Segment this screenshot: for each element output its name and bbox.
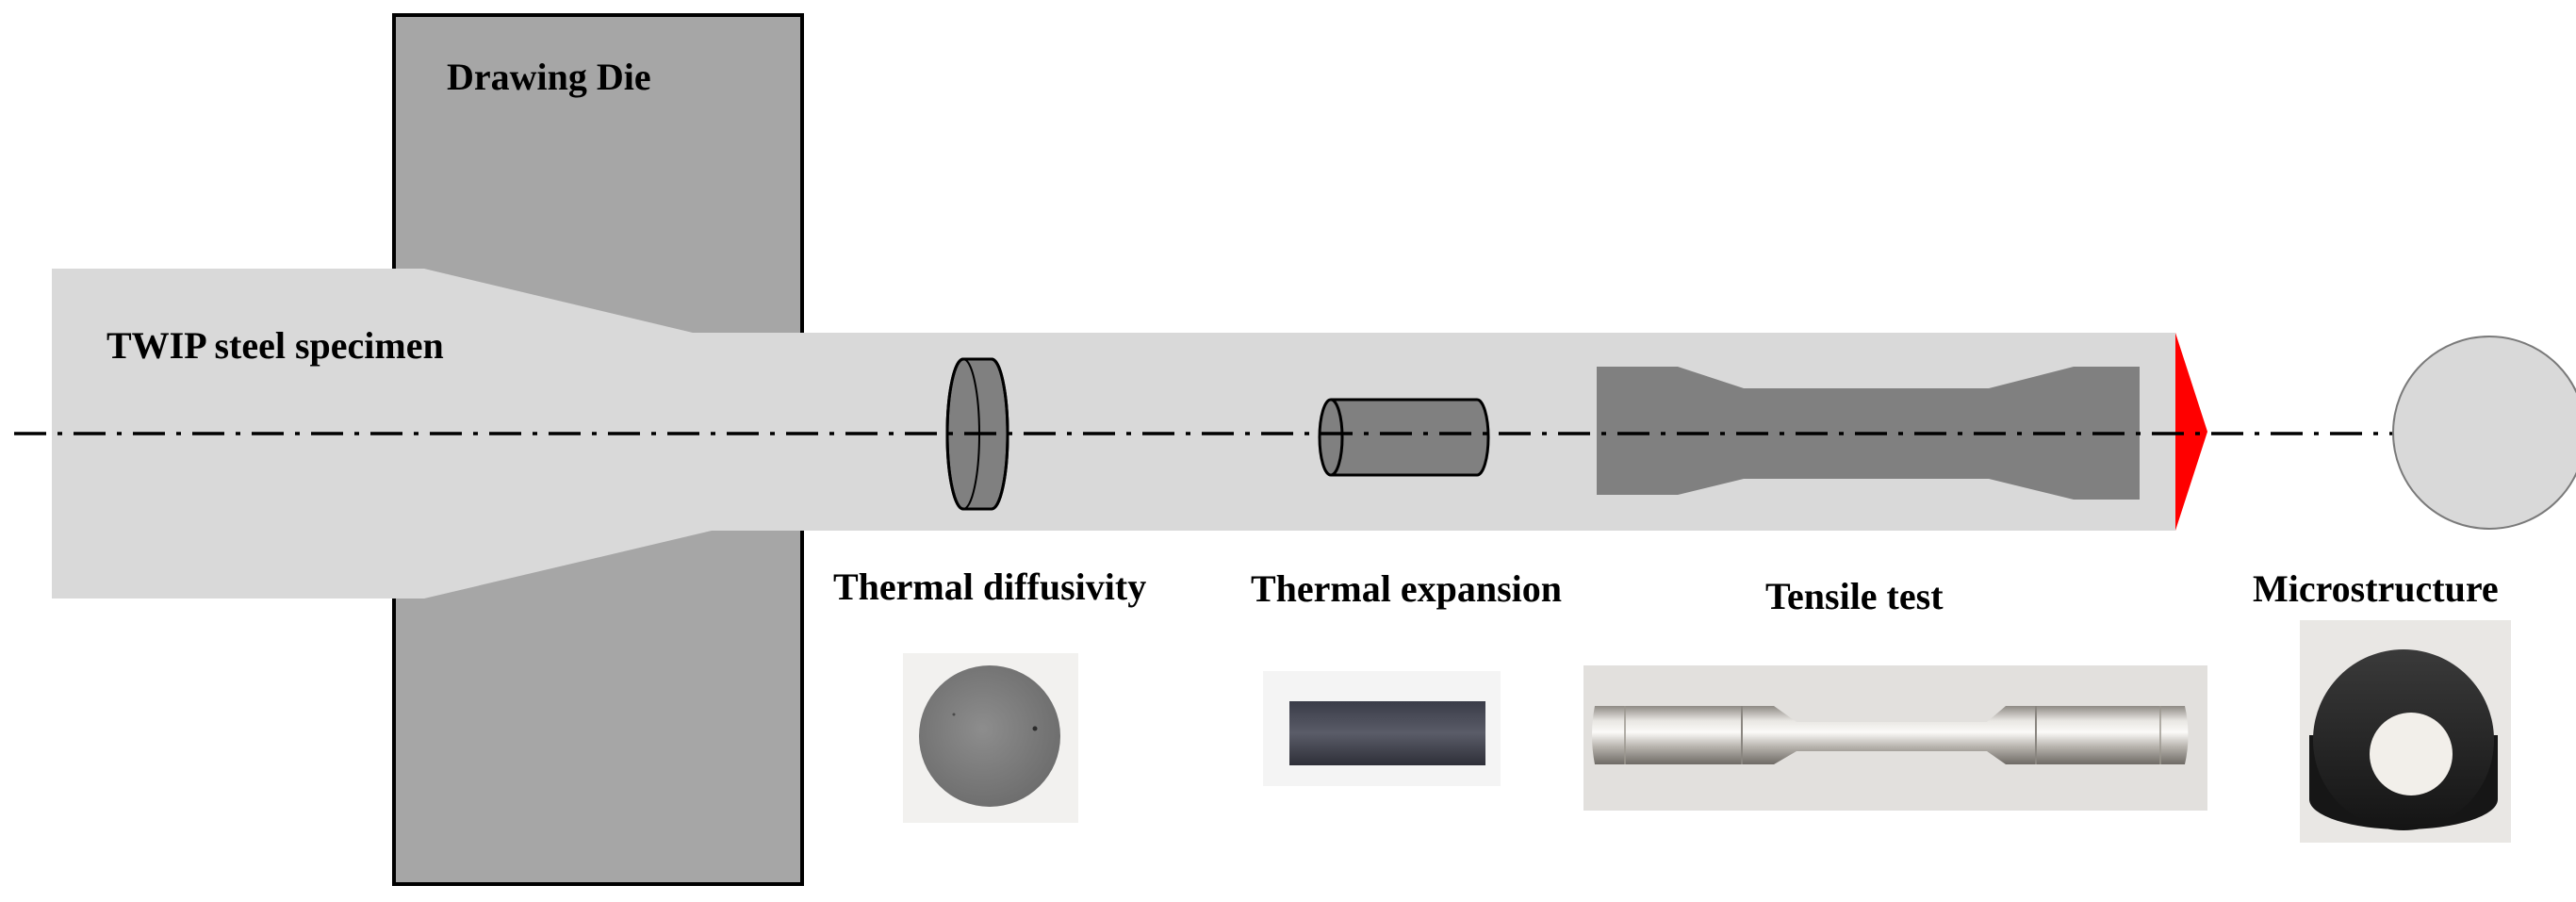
microstructure-label: Microstructure [2253,567,2499,610]
thermal-diffusivity-photo [903,653,1078,823]
specimen-label: TWIP steel specimen [107,324,444,367]
thermal-expansion-cylinder-icon [1318,398,1490,477]
tensile-test-label: Tensile test [1765,575,1944,617]
tensile-test-photo [1583,665,2207,811]
thermal-diffusivity-label: Thermal diffusivity [833,566,1146,608]
cut-marker [2175,333,2207,531]
microstructure-cross-section-icon [2392,336,2576,530]
thermal-expansion-label: Thermal expansion [1251,567,1562,610]
drawing-die-label: Drawing Die [447,56,651,98]
thermal-expansion-photo [1263,671,1501,786]
microstructure-photo [2300,620,2511,843]
